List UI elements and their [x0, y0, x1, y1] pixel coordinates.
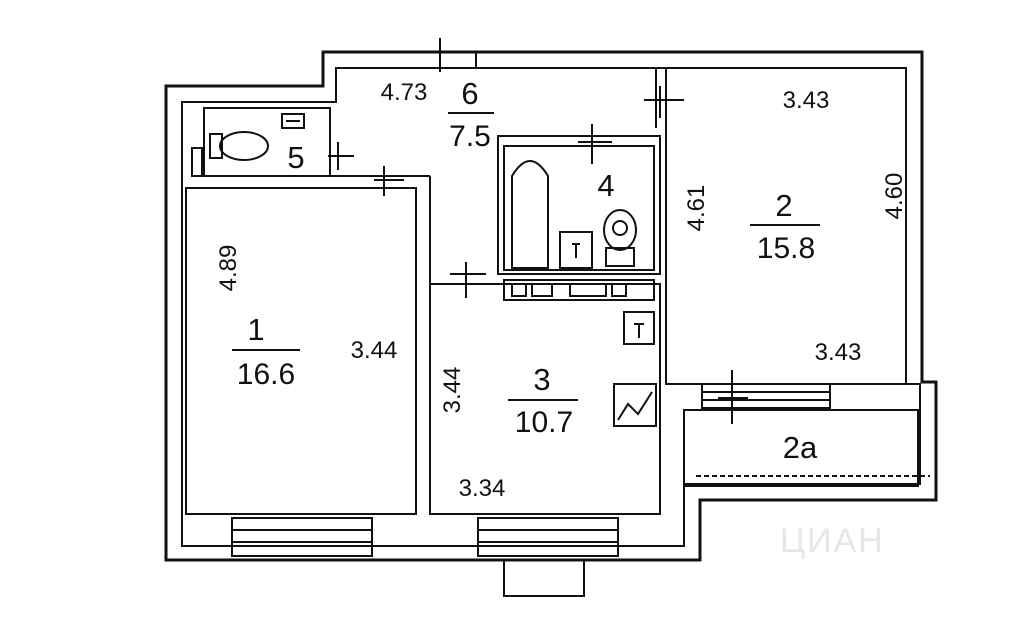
room-4-number: 4	[597, 168, 614, 203]
room-2-number: 2	[775, 188, 792, 223]
room-3-number: 3	[533, 362, 550, 397]
room-3-area: 10.7	[515, 406, 573, 439]
room-2-right-dim: 4.60	[881, 173, 908, 220]
room-2a-number: 2а	[783, 430, 818, 465]
kitchen-sink-icon	[623, 311, 655, 345]
dimension-labels: 4.73 3.43 3.43 3.44 3.34 4.89 3.44 4.61 …	[215, 79, 908, 502]
watermark-text: ЦИАН	[780, 522, 885, 560]
room-1-number: 1	[247, 312, 264, 347]
fixtures	[191, 113, 657, 427]
room-1-width-dim: 3.44	[351, 337, 398, 364]
bath-toilet-icon	[603, 209, 637, 251]
bathtub-icon	[511, 160, 549, 269]
room-1-height-dim: 4.89	[215, 245, 242, 292]
room-3-height-dim: 3.44	[439, 367, 466, 414]
room-6-number: 6	[461, 76, 478, 111]
room-5-number: 5	[287, 140, 304, 175]
room-2-top-dim: 3.43	[783, 87, 830, 114]
room-2-left-dim: 4.61	[683, 185, 710, 232]
room-labels: 1 16.6 2 15.8 2а 3 10.7 4 5 6 7.5	[232, 76, 820, 465]
room-6-width-dim: 4.73	[381, 79, 428, 106]
stove-icon	[613, 383, 657, 427]
room-2-bottom-dim: 3.43	[815, 339, 862, 366]
room-6-area: 7.5	[449, 120, 491, 153]
room-2-area: 15.8	[757, 232, 815, 265]
sink-icon	[559, 231, 593, 269]
interior-walls	[185, 67, 930, 597]
door-marks	[328, 38, 748, 424]
room-1-area: 16.6	[237, 358, 295, 391]
room-3-width-dim: 3.34	[459, 475, 506, 502]
toilet-icon	[219, 131, 269, 161]
windows	[231, 383, 831, 557]
